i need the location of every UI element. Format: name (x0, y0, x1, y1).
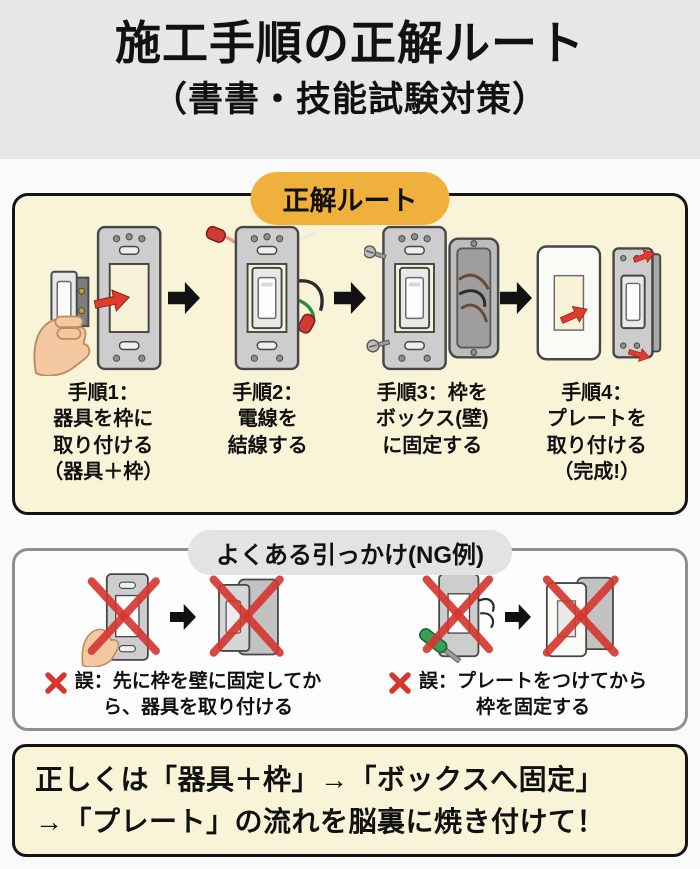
wires (477, 597, 495, 629)
wall-box (448, 237, 500, 359)
step2-wiring-icon (205, 225, 324, 371)
red-insert-arrow-icon (93, 289, 131, 312)
hand-icon (80, 628, 119, 667)
ng-examples-row (15, 551, 685, 667)
red-x-icon (209, 575, 284, 657)
ng-example-2 (409, 567, 627, 667)
step4-attach-plate-icon (536, 245, 662, 362)
arrow-right-icon (168, 282, 200, 314)
ng-example-1 (74, 567, 292, 667)
hand-icon (33, 315, 91, 376)
page-title: 施工手順の正解ルート (115, 17, 585, 69)
wire-connector-icon (205, 225, 226, 243)
ng-captions: 誤：先に枠を壁に固定してか ら、器具を取り付ける 誤：プレートをつけてから 枠を… (15, 669, 685, 720)
arrow-right-icon (169, 604, 196, 630)
switch-device (251, 266, 283, 330)
ng-panel: よくある引っかけ(NG例) (12, 530, 688, 731)
step3-caption: 手順3：枠を ボックス(壁) に固定する (375, 382, 489, 457)
switch-assembly (612, 247, 662, 359)
ng2-caption: 誤：プレートをつけてから 枠を固定する (350, 669, 685, 720)
ng1-caption-text: 誤：先に枠を壁に固定してか ら、器具を取り付ける (74, 671, 322, 718)
red-attach-arrow-icon (632, 249, 655, 263)
step1-caption: 手順1： 器具を枠に 取り付ける （器具＋枠） (43, 382, 164, 484)
wire-connector-icon (297, 313, 316, 334)
step2-caption: 手順2： 電線を 結線する (227, 382, 308, 457)
ng1-caption: 誤：先に枠を壁に固定してか ら、器具を取り付ける (15, 669, 350, 720)
header: 施工手順の正解ルート （書書・技能試験対策） (0, 0, 700, 159)
red-attach-arrow-icon (627, 348, 651, 362)
ng-badge: よくある引っかけ(NG例) (188, 530, 512, 575)
face-plate (536, 245, 602, 361)
switch-device (50, 270, 90, 330)
red-x-icon (542, 575, 619, 657)
ng2-caption-text: 誤：プレートをつけてから 枠を固定する (418, 671, 647, 718)
ng2-screwdriver-frame-icon (418, 573, 495, 664)
red-x-icon (389, 672, 411, 694)
step3-fix-to-box-icon (364, 225, 500, 371)
summary-panel: 正しくは「器具＋枠」→「ボックスへ固定」 →「プレート」の流れを脳裏に焼き付けて… (12, 744, 688, 857)
correct-route-panel: 正解ルート (12, 172, 688, 515)
ng1-hand-frame-icon (80, 573, 160, 667)
step-captions: 手順1： 器具を枠に 取り付ける （器具＋枠） 手順2： 電線を 結線する 手順… (15, 376, 685, 486)
arrow-right-icon (504, 604, 531, 630)
page-subtitle: （書書・技能試験対策） (151, 80, 548, 120)
red-x-icon (422, 575, 493, 654)
red-x-icon (87, 577, 160, 655)
red-insert-arrow-icon (559, 305, 588, 324)
arrow-right-icon (334, 282, 366, 314)
screw-icon (366, 339, 391, 353)
black-wire (294, 279, 324, 312)
arrow-right-icon (500, 282, 532, 314)
switch-device (398, 266, 431, 330)
ng2-plate-box-icon (542, 575, 619, 658)
correct-route-badge: 正解ルート (250, 172, 450, 225)
step1-hand-switch-frame-icon (33, 225, 162, 376)
screw-icon (364, 245, 387, 260)
ng1-switch-box-icon (209, 575, 284, 657)
steps-row (15, 196, 685, 376)
summary-text: 正しくは「器具＋枠」→「ボックスへ固定」 →「プレート」の流れを脳裏に焼き付けて… (35, 763, 606, 837)
red-x-icon (45, 672, 67, 694)
step4-caption: 手順4： プレートを 取り付ける （完成!） (546, 382, 647, 484)
